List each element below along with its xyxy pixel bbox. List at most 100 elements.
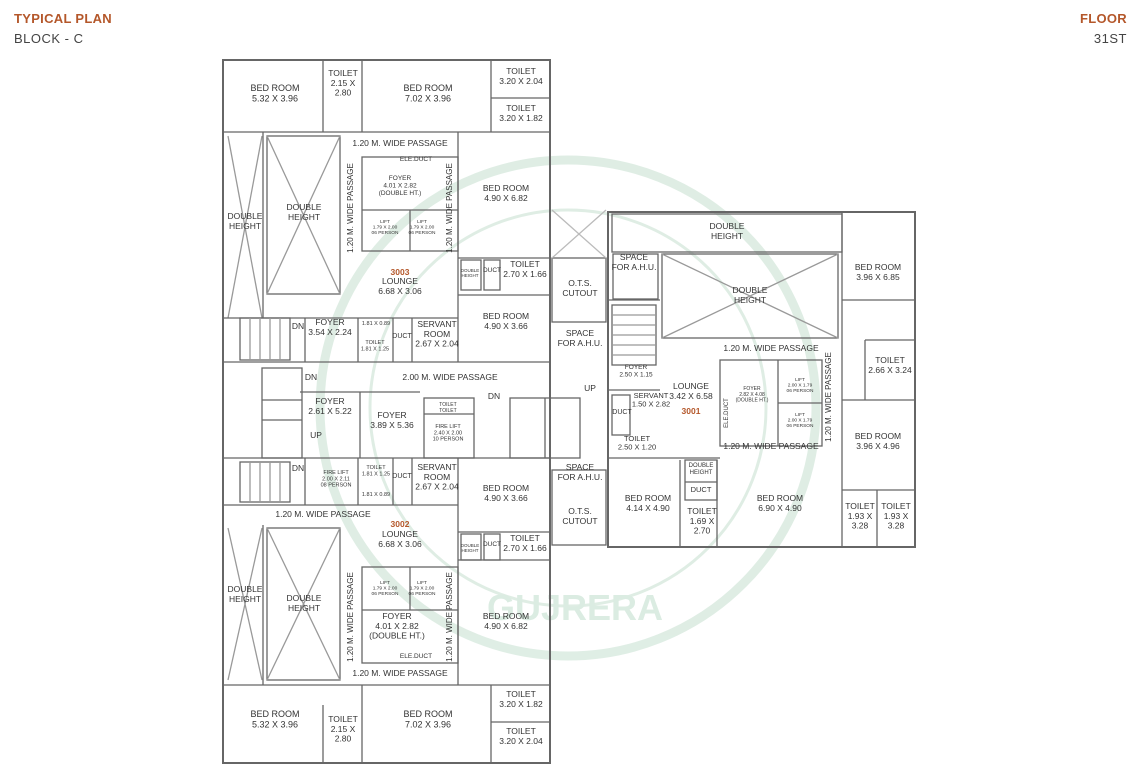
room-label-line: 2.70 [694,526,711,536]
room-label-line: 1.93 X [848,511,873,521]
unit-number-3002: 3002 [391,519,410,529]
room-label-line: 4.90 X 3.66 [484,321,528,331]
room-label-line: SERVANT [417,319,456,329]
room-label-line: (DOUBLE HT.) [736,398,769,404]
room-label-line: 2.66 X 3.24 [868,365,912,375]
room-label-line: 1.93 X [884,511,909,521]
room-label-line: DUCT [612,409,632,416]
room-label-line: DOUBLE [461,268,480,273]
room-label-line: 2.67 X 2.04 [415,482,459,492]
room-label-line: DOUBLE [228,211,263,221]
room-label-line: HEIGHT [229,594,261,604]
room-label-line: 3.28 [888,521,905,531]
room-label-line: LOUNGE [382,276,418,286]
room-label-line: 1.79 X 2.00 [373,586,398,592]
block-label: BLOCK - C [14,31,84,46]
room-label-line: 1.20 M. WIDE PASSAGE [346,163,355,253]
room-label-line: HEIGHT [711,231,743,241]
room-label-line: 3.20 X 2.04 [499,736,543,746]
room-label-line: 3.28 [852,521,869,531]
room-label-ele-duct-top: ELE.DUCT [400,156,432,163]
room-label-line: FIRE LIFT [435,424,461,430]
room-label-line: TOILET [506,103,536,113]
room-label-line: TOILET [687,506,717,516]
room-label-line: BED ROOM [403,83,452,93]
room-label-line: SPACE [620,252,649,262]
room-label-line: 2.82 X 4.08 [739,392,765,398]
room-label-dn-4: DN [292,463,304,473]
room-label-line: DOUBLE [287,202,322,212]
room-label-line: LIFT [380,580,390,586]
room-label-line: 2.15 X [331,78,356,88]
room-label-line: HEIGHT [288,212,320,222]
room-label-line: LIFT [380,219,390,225]
room-label-line: 06 PERSON [409,591,436,597]
room-label-line: HEIGHT [461,548,478,553]
room-label-line: 2.50 X 1.20 [618,443,656,452]
rera-watermark: GUJRERA [315,155,821,661]
room-label-ele-duct-bot: ELE.DUCT [400,653,432,660]
room-label-passage-v2: 1.20 M. WIDE PASSAGE [445,163,454,253]
room-label-passage-120-top: 1.20 M. WIDE PASSAGE [352,138,448,148]
room-label-line: BED ROOM [250,709,299,719]
room-label-line: ELE.DUCT [400,653,432,660]
room-label-line: 3.96 X 6.85 [856,272,900,282]
room-label-line: 1.50 X 2.82 [632,400,670,409]
room-label-ots-bot: O.T.S.CUTOUT [562,506,597,526]
room-label-up-1: UP [310,430,322,440]
room-label-line: BED ROOM [483,311,529,321]
room-label-line: ROOM [424,472,450,482]
room-label-line: 2.80 [335,88,352,98]
room-label-duct-top: DUCT [483,267,501,274]
room-label-line: 2.61 X 5.22 [308,406,352,416]
room-label-line: 4.90 X 6.82 [484,621,528,631]
room-label-line: BED ROOM [483,611,529,621]
room-label-line: 4.01 X 2.82 [375,621,419,631]
room-label-line: SERVANT [634,391,669,400]
room-label-duct-a: DUCT [392,333,412,340]
room-label-dn-1: DN [292,321,304,331]
room-label-line: 2.00 X 1.79 [788,418,813,424]
room-label-line: 1.20 M. WIDE PASSAGE [445,572,454,662]
room-label-line: 1.20 M. WIDE PASSAGE [824,352,833,442]
room-label-duct-c: DUCT [392,473,412,480]
room-label-line: TOILET [845,501,875,511]
room-label-line: TOILET [328,714,358,724]
unit-number-3001: 3001 [682,406,701,416]
room-label-line: BED ROOM [625,493,671,503]
room-label-line: TOILET [875,355,905,365]
room-label-line: 1.79 X 2.00 [410,225,435,231]
room-label-line: DOUBLE [287,593,322,603]
room-label-line: TOILET [881,501,911,511]
room-label-line: BED ROOM [855,262,901,272]
room-label-line: 1.20 M. WIDE PASSAGE [723,441,819,451]
room-label-line: 2.80 [335,734,352,744]
room-label-toilet-181-089-b: 1.81 X 0.89 [362,492,390,498]
room-label-line: 6.68 X 3.06 [378,539,422,549]
room-label-line: DOUBLE [710,221,745,231]
